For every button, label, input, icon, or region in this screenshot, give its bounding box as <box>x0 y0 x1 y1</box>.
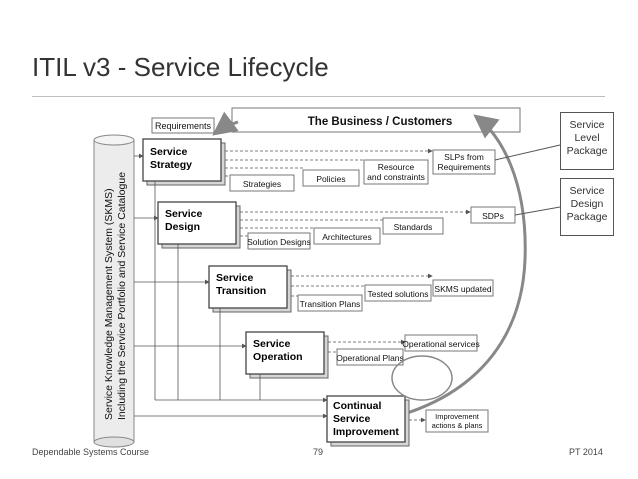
title-divider <box>32 96 605 97</box>
output-boxes: Strategies Policies Resource and constra… <box>229 149 516 433</box>
stage-service-design: Service Design <box>157 201 241 249</box>
output-resource-line2: and constraints <box>367 172 425 182</box>
output-transition-plans: Transition Plans <box>300 299 361 309</box>
sdp-callout-pointer <box>514 206 561 216</box>
output-resource-line1: Resource <box>378 162 415 172</box>
skms-links <box>134 153 328 419</box>
footer-date: PT 2014 <box>569 447 603 457</box>
stage-continual-improvement: Continual Service Improvement <box>326 395 410 447</box>
output-sdps: SDPs <box>482 211 504 221</box>
skms-cylinder <box>93 134 135 448</box>
slp-callout-line1: Service <box>569 119 605 131</box>
stage-operation-line2: Operation <box>253 351 303 363</box>
stage-service-operation: Service Operation <box>245 331 329 379</box>
service-design-package-callout: Service Design Package <box>560 178 614 236</box>
stage-design-line2: Design <box>165 221 200 233</box>
operation-improvement-cycle <box>391 355 453 401</box>
sdp-callout-line2: Design <box>570 198 604 210</box>
stage-csi-line3: Improvement <box>333 426 399 438</box>
stage-service-strategy: Service Strategy <box>142 138 226 186</box>
stage-transition-line1: Service <box>216 272 254 284</box>
output-standards: Standards <box>394 222 433 232</box>
sdp-callout-line3: Package <box>566 211 608 223</box>
skms-label: Service Knowledge Management System (SKM… <box>103 188 115 420</box>
stage-csi-line1: Continual <box>333 400 381 412</box>
requirements-label: Requirements <box>155 121 212 131</box>
stage-operation-line1: Service <box>253 338 291 350</box>
output-improvement-line2: actions & plans <box>432 421 483 430</box>
stage-csi-line2: Service <box>333 413 371 425</box>
skms-sublabel: Including the Service Portfolio and Serv… <box>116 172 128 420</box>
sdp-callout-line1: Service <box>569 185 605 197</box>
output-operational-plans: Operational Plans <box>336 353 404 363</box>
output-skms-updated: SKMS updated <box>434 284 491 294</box>
footer-course: Dependable Systems Course <box>32 447 150 457</box>
business-box <box>231 107 521 133</box>
business-label: The Business / Customers <box>308 116 452 128</box>
stage-strategy-line2: Strategy <box>150 159 192 171</box>
service-level-package-callout: Service Level Package <box>560 112 614 170</box>
output-slps-line2: Requirements <box>438 162 491 172</box>
output-policies: Policies <box>316 174 345 184</box>
business-to-requirements-arrow <box>212 111 239 136</box>
output-improvement-line1: Improvement <box>435 412 480 421</box>
footer-page-number: 79 <box>313 447 324 457</box>
output-strategies: Strategies <box>243 179 281 189</box>
slp-callout-line3: Package <box>566 145 608 157</box>
stage-strategy-line1: Service <box>150 146 188 158</box>
output-operational-services: Operational services <box>402 339 479 349</box>
output-slps-line1: SLPs from <box>444 152 484 162</box>
stage-service-transition: Service Transition <box>208 265 292 313</box>
slp-callout-line2: Level <box>574 132 600 144</box>
output-solution-designs: Solution Designs <box>247 237 311 247</box>
stage-connectors <box>225 148 471 423</box>
output-architectures: Architectures <box>322 232 372 242</box>
stage-design-line1: Service <box>165 208 203 220</box>
stage-transition-line2: Transition <box>216 285 266 297</box>
slp-callout-pointer <box>494 144 561 161</box>
slide-title: ITIL v3 - Service Lifecycle <box>32 52 329 82</box>
output-tested-solutions: Tested solutions <box>368 289 429 299</box>
